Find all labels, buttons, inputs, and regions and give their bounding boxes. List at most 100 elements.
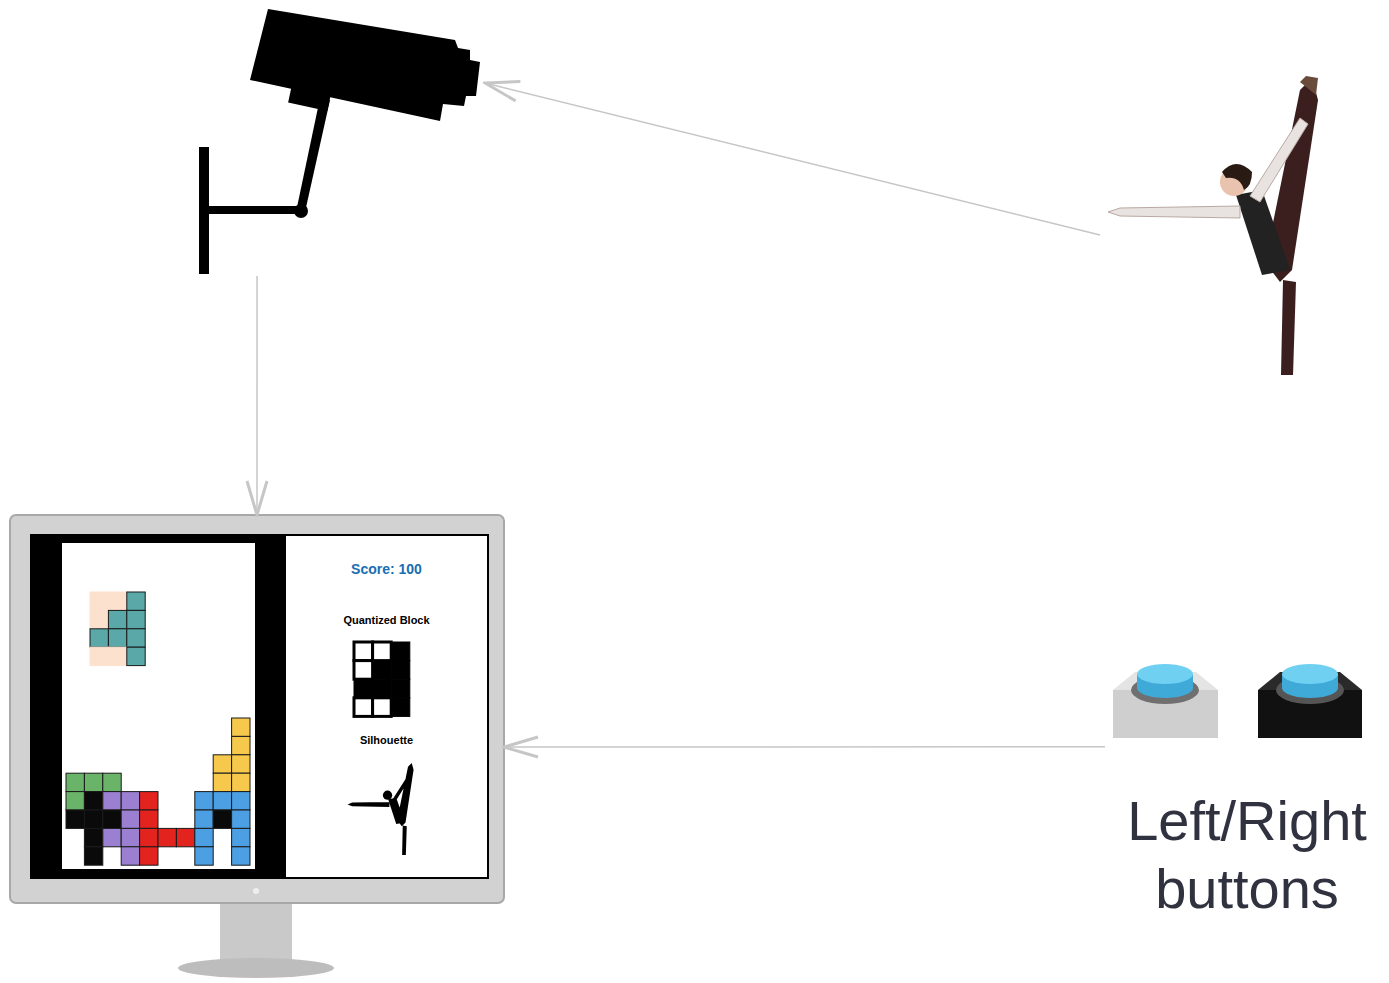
node-label: Silhouette <box>285 733 488 747</box>
tetris-cell <box>195 828 213 846</box>
tetris-cell <box>140 792 158 810</box>
tetris-cell <box>158 828 176 846</box>
button-cap <box>1282 664 1338 684</box>
dancer-hair <box>1222 164 1252 190</box>
falling-piece-cell <box>127 592 145 610</box>
button-cap <box>1137 664 1193 684</box>
falling-piece-cell <box>90 592 108 610</box>
quantized-cell <box>373 698 392 717</box>
monitor <box>10 515 504 978</box>
node-label: Score: 100 <box>285 560 488 578</box>
tetris-cell <box>232 810 250 828</box>
arrow-connector <box>504 746 1105 748</box>
tetris-cell <box>84 810 102 828</box>
falling-piece-cell <box>90 647 108 665</box>
tetris-cell <box>195 792 213 810</box>
quantized-cell <box>391 698 410 717</box>
dancer-standing-leg <box>1281 280 1296 375</box>
monitor-screen <box>30 534 489 879</box>
falling-piece-cell <box>90 610 108 628</box>
tetris-cell <box>103 792 121 810</box>
camera-joint <box>294 204 308 218</box>
tetris-cell <box>232 773 250 791</box>
tetris-cell <box>232 718 250 736</box>
tetris-cell <box>121 810 139 828</box>
tetris-cell <box>195 847 213 865</box>
tetris-cell <box>66 792 84 810</box>
quantized-cell <box>354 679 373 698</box>
camera-arm <box>296 98 330 212</box>
tetris-cell <box>140 810 158 828</box>
tetris-cell <box>103 810 121 828</box>
falling-piece-cell <box>108 629 126 647</box>
camera-arm <box>207 206 302 214</box>
dancer-torso <box>1236 190 1290 275</box>
node-label: Quantized Block <box>285 613 488 627</box>
monitor-frame <box>10 515 504 903</box>
camera-neck <box>288 81 332 111</box>
silhouette-shape <box>348 763 414 855</box>
tetris-cell <box>213 755 231 773</box>
tetris-cell <box>121 847 139 865</box>
tetris-cell <box>103 773 121 791</box>
quantized-cell <box>354 661 373 680</box>
quantized-cell <box>391 679 410 698</box>
arrow-connector <box>485 83 1100 235</box>
falling-piece-cell <box>90 629 108 647</box>
node-label: Left/Right buttons <box>1105 787 1389 923</box>
quantized-cell <box>373 642 392 661</box>
quantized-cell <box>354 642 373 661</box>
tetris-cell <box>195 810 213 828</box>
game-area <box>62 543 255 869</box>
quantized-cell <box>373 661 392 680</box>
dancer-arm <box>1108 206 1240 218</box>
falling-piece-cell <box>108 592 126 610</box>
falling-piece-cell <box>108 610 126 628</box>
tetris-cells <box>66 592 410 865</box>
tetris-cell <box>121 828 139 846</box>
tetris-cell <box>84 847 102 865</box>
tetris-cell <box>84 792 102 810</box>
tetris-cell <box>66 810 84 828</box>
buttons <box>1113 664 1362 738</box>
falling-piece-cell <box>127 629 145 647</box>
tetris-cell <box>213 773 231 791</box>
tetris-cell <box>121 792 139 810</box>
tetris-cell <box>84 773 102 791</box>
diagram-node: Left/Right buttons <box>1105 655 1389 925</box>
dancer-photo <box>1108 76 1318 375</box>
silhouette-head <box>383 791 392 800</box>
tetris-cell <box>140 828 158 846</box>
tetris-cell <box>103 828 121 846</box>
diagram-node <box>195 8 485 276</box>
quantized-cell <box>354 698 373 717</box>
info-panel <box>286 536 487 877</box>
falling-piece-cell <box>108 647 126 665</box>
diagram-node <box>1100 75 1322 377</box>
tetris-cell <box>213 792 231 810</box>
tetris-cell <box>213 810 231 828</box>
camera-body <box>250 9 480 121</box>
silhouette-small <box>348 763 414 855</box>
tetris-cell <box>66 773 84 791</box>
quantized-cell <box>373 679 392 698</box>
tetris-cell <box>176 828 194 846</box>
dancer-foot <box>1300 76 1318 95</box>
falling-piece-cell <box>127 610 145 628</box>
monitor-base <box>178 958 334 978</box>
tetris-cell <box>232 828 250 846</box>
camera-symbol <box>199 9 480 274</box>
tetris-cell <box>140 847 158 865</box>
monitor-neck <box>220 900 292 960</box>
tetris-cell <box>232 792 250 810</box>
tetris-cell <box>232 847 250 865</box>
dancer-arm <box>1250 118 1308 202</box>
diagram-node: Score: 100Quantized BlockSilhouette <box>10 515 504 981</box>
tetris-cell <box>232 736 250 754</box>
monitor-light <box>253 888 259 894</box>
arrow-connector <box>256 276 258 515</box>
tetris-cell <box>232 755 250 773</box>
quantized-cell <box>391 642 410 661</box>
quantized-cell <box>391 661 410 680</box>
falling-piece-cell <box>127 647 145 665</box>
